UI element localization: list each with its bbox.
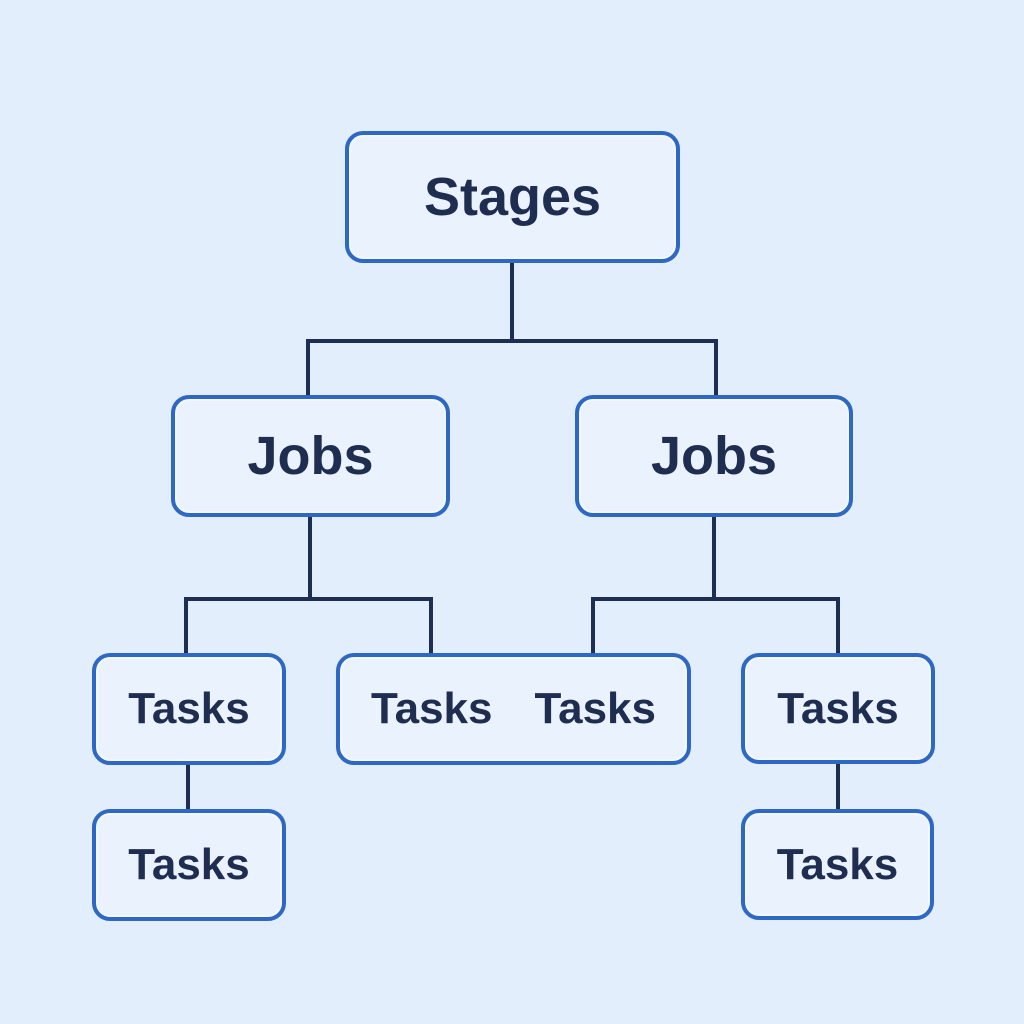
node-stages: Stages <box>345 131 680 263</box>
node-jobs-right-label: Jobs <box>650 426 778 486</box>
node-tasks-middle-label-a: Tasks <box>371 684 493 733</box>
connector-tasks-bottom-right-stem <box>836 762 840 813</box>
connector-tasks-mid-right-drop <box>591 597 595 657</box>
connector-tasks-right-crossbar <box>591 597 840 601</box>
connector-tasks-mid-left-drop <box>429 597 433 657</box>
node-tasks-bottom-right-label: Tasks <box>776 839 899 889</box>
connector-jobs-right-drop <box>714 339 718 399</box>
connector-tasks-right-drop <box>836 597 840 657</box>
connector-tasks-left-crossbar <box>184 597 433 601</box>
node-stages-label: Stages <box>423 167 602 227</box>
node-jobs-left-label: Jobs <box>247 426 374 486</box>
node-tasks-right: Tasks <box>741 653 935 764</box>
node-jobs-left: Jobs <box>171 395 450 517</box>
node-tasks-right-label: Tasks <box>777 683 899 733</box>
node-tasks-bottom-left: Tasks <box>92 809 286 921</box>
node-tasks-bottom-left-label: Tasks <box>128 840 250 889</box>
connector-tasks-left-drop <box>184 597 188 657</box>
node-tasks-left: Tasks <box>92 653 286 765</box>
connector-jobs-left-stem <box>308 514 312 601</box>
node-tasks-middle: Tasks Tasks <box>336 653 691 765</box>
connector-tasks-bottom-left-stem <box>186 763 190 813</box>
node-tasks-middle-label-b: Tasks <box>534 684 657 733</box>
node-tasks-left-label: Tasks <box>128 684 250 733</box>
node-tasks-bottom-right: Tasks <box>741 809 934 920</box>
node-tasks-middle-labels: Tasks Tasks <box>371 684 656 734</box>
connector-stages-stem <box>510 261 514 343</box>
connector-jobs-crossbar <box>306 339 718 343</box>
connector-jobs-left-drop <box>306 339 310 399</box>
connector-jobs-right-stem <box>712 514 716 601</box>
node-jobs-right: Jobs <box>575 395 853 517</box>
